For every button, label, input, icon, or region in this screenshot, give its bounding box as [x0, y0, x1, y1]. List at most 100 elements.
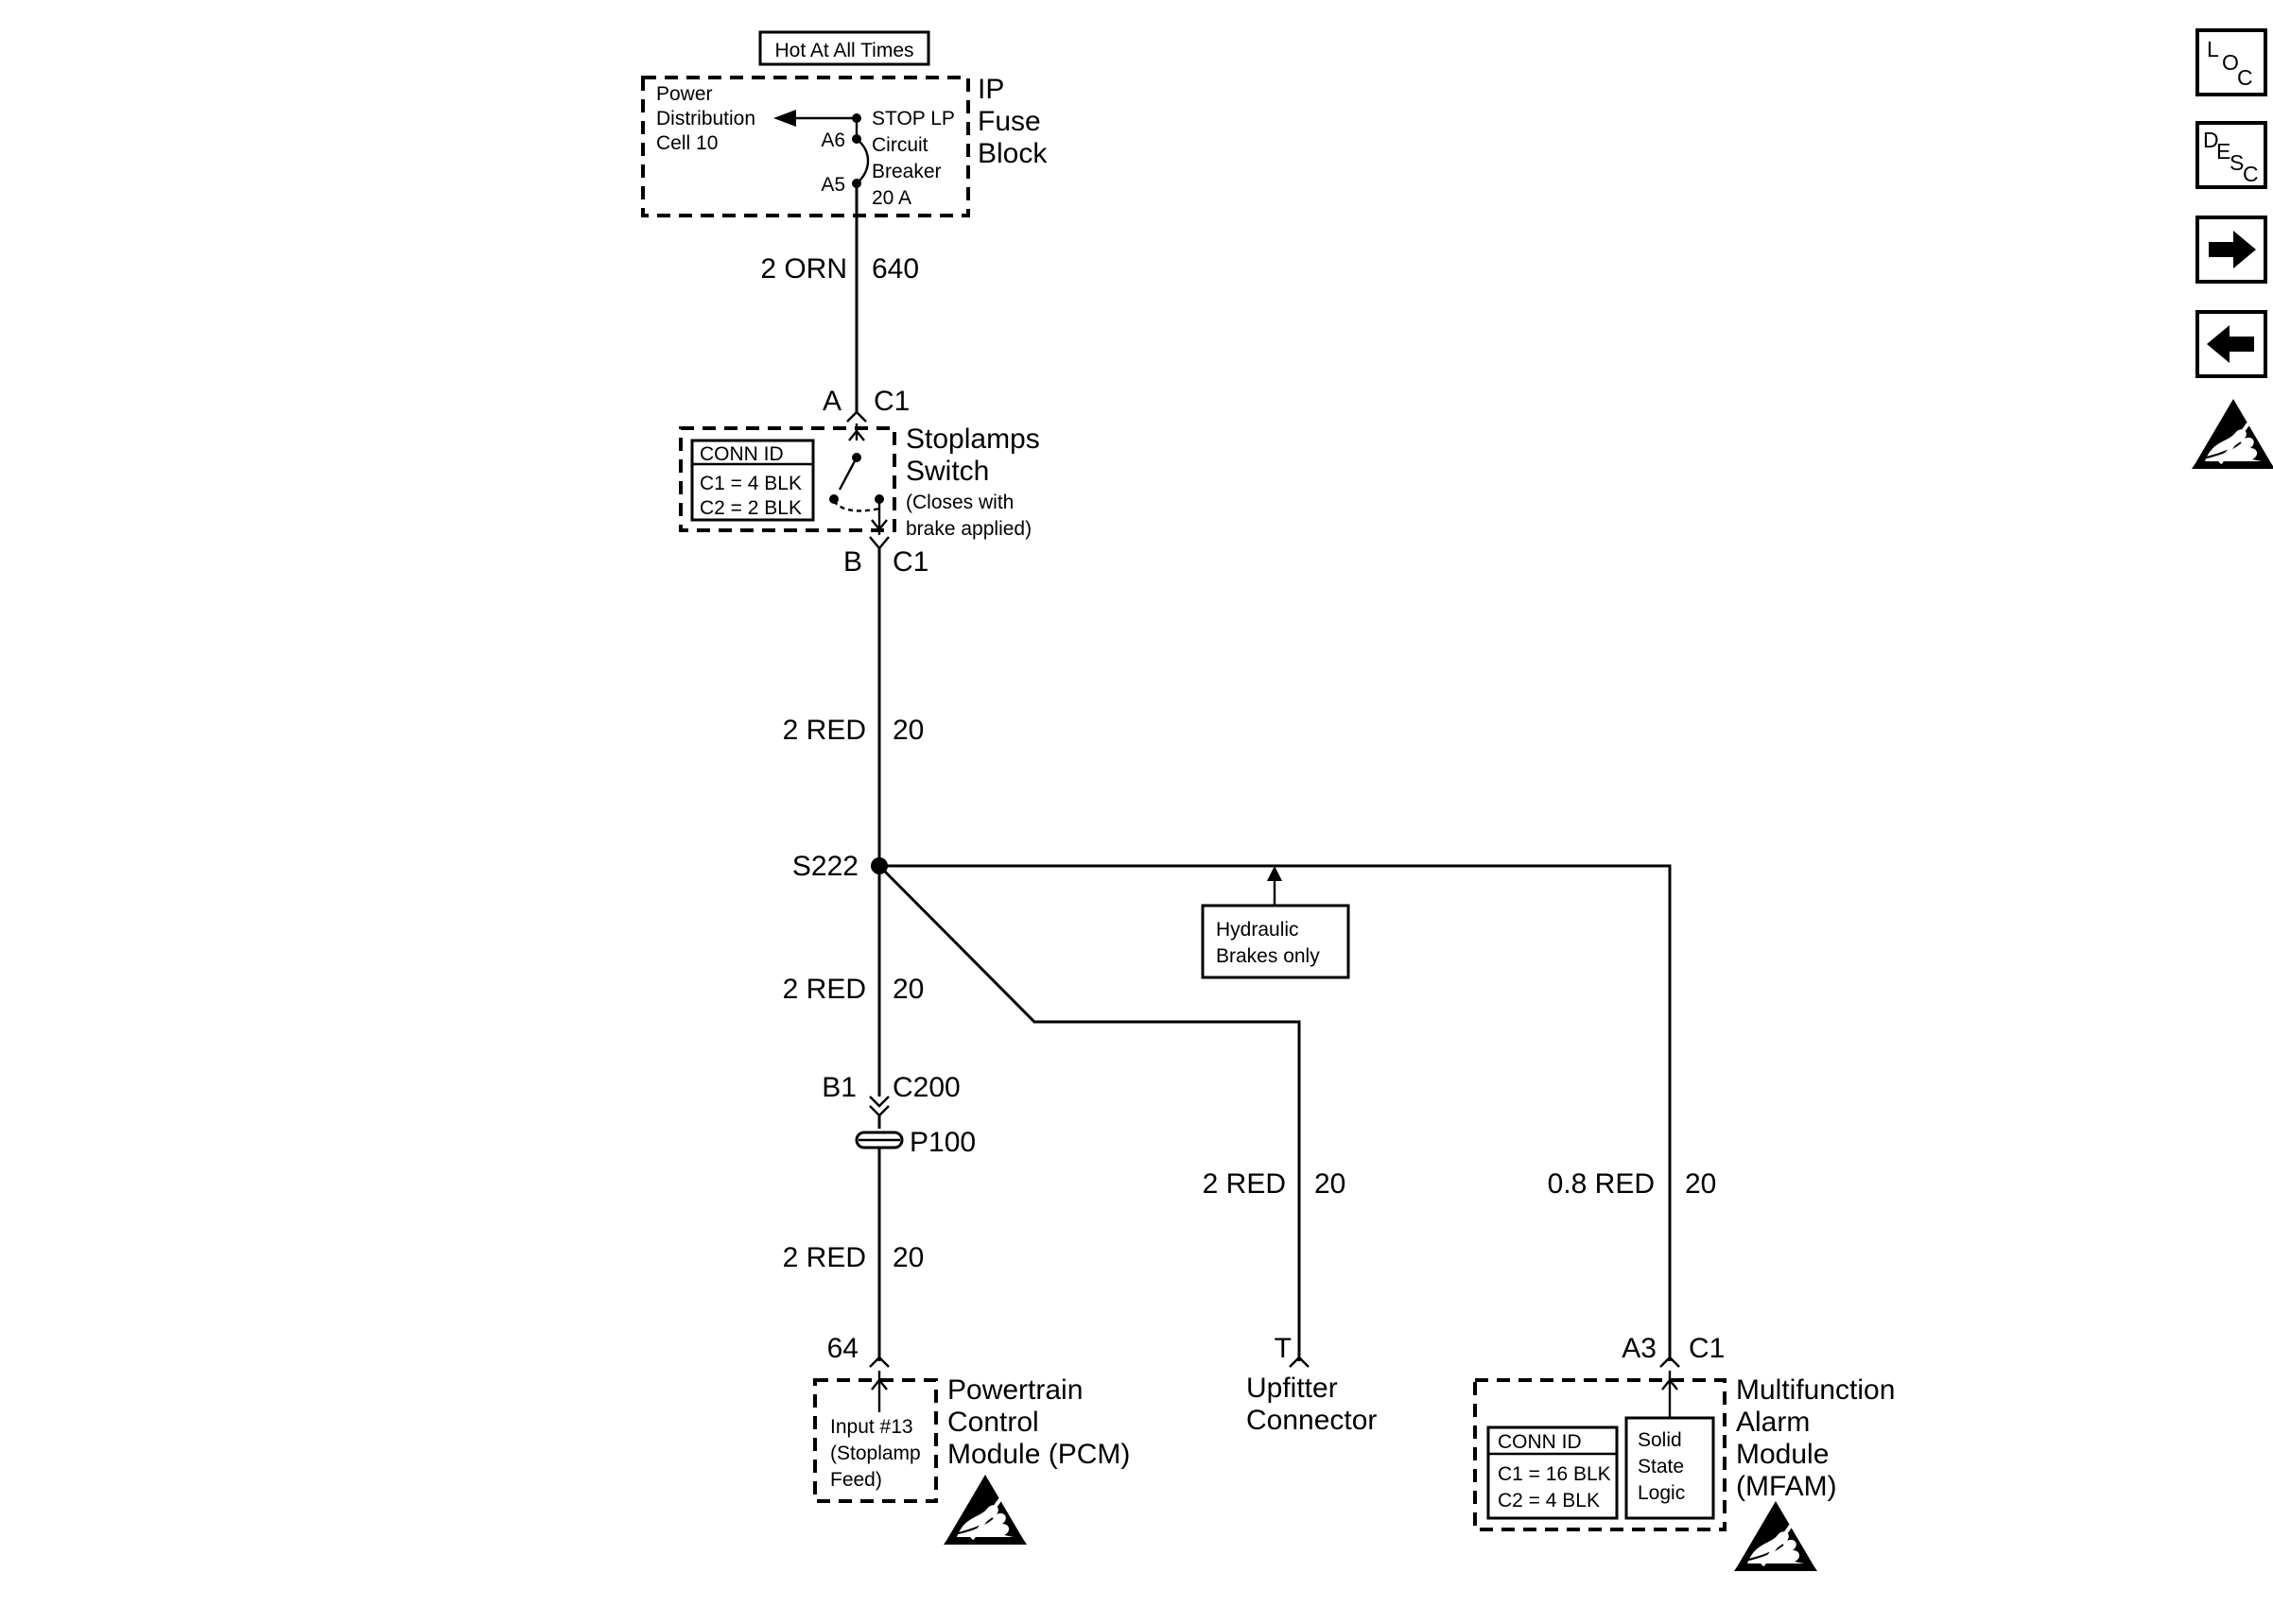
splice-label: S222 [792, 851, 859, 882]
next-page-button[interactable] [2195, 216, 2267, 284]
wire-20e-color: 0.8 RED [1548, 1168, 1655, 1200]
arrow-left-icon [2207, 325, 2254, 363]
mfam-conn-id-c1: C1 = 16 BLK [1498, 1463, 1611, 1485]
switch-actuator-link [833, 500, 880, 512]
switch-note-line2: brake applied) [906, 518, 1032, 540]
fuse-block-outline [641, 76, 970, 217]
switch-pin-b: B [843, 546, 862, 578]
hydraulic-note-line2: Brakes only [1216, 945, 1320, 967]
pcm-name-line3: Module (PCM) [947, 1439, 1130, 1470]
wire-640-color: 2 ORN [760, 253, 847, 285]
breaker-line2: Circuit [872, 134, 928, 156]
fuse-block-name-line1: IP [978, 74, 1004, 105]
switch-pin-a: A [823, 386, 842, 417]
mfam-conn-id-box [1486, 1425, 1619, 1520]
wire-20b-circuit: 20 [893, 974, 924, 1005]
switch-upper-arrow [848, 429, 865, 441]
ip-fuse-block: Hot At All Times Power Distribution Cell… [641, 30, 1048, 217]
wire-20e-line [879, 864, 1672, 1361]
arrow-right-icon [2209, 231, 2256, 268]
mfam-logic-box [1624, 1416, 1715, 1520]
c200-terminal-upper [869, 1096, 890, 1108]
upfitter-name-line1: Upfitter [1246, 1373, 1338, 1404]
pcm-outline [813, 1378, 938, 1503]
mfam-name-line1: Multifunction [1736, 1374, 1895, 1406]
hydraulic-note-line1: Hydraulic [1216, 919, 1299, 941]
multifunction-alarm-module: 0.8 RED 20 A3 C1 CONN ID C1 = 16 BLK C2 … [1473, 1168, 1895, 1573]
wire-20-splice-to-c200: 2 RED 20 [783, 866, 924, 1097]
pcm-input-line3: Feed) [830, 1469, 882, 1491]
desc-letter-s: S [2230, 150, 2244, 175]
desc-letter-d: D [2203, 128, 2219, 152]
mfam-conn-id-header: CONN ID [1498, 1431, 1582, 1453]
c200-pin: B1 [822, 1072, 857, 1103]
mfam-conn: C1 [1689, 1333, 1725, 1364]
desc-button[interactable]: D E S C [2195, 121, 2267, 189]
pcm-pin: 64 [827, 1333, 859, 1364]
p100-label: P100 [910, 1127, 976, 1158]
mfam-input-arrow [1661, 1378, 1678, 1391]
loc-button[interactable]: L O C [2195, 28, 2267, 96]
mfam-name-line3: Module [1736, 1439, 1829, 1470]
fuse-block-name-line2: Fuse [978, 106, 1041, 137]
wire-20a-circuit: 20 [893, 715, 924, 746]
nav-toolbar: L O C D E S C [2190, 28, 2273, 471]
wire-640: 2 ORN 640 [760, 183, 919, 414]
switch-top-terminal [846, 410, 867, 423]
pcm-input-line1: Input #13 [830, 1416, 913, 1438]
pcm-input-arrow [871, 1378, 888, 1391]
breaker-line3: Breaker [872, 161, 942, 182]
wire-20c-color: 2 RED [783, 1242, 866, 1273]
hydraulic-brakes-note: Hydraulic Brakes only [1201, 866, 1350, 979]
pcm-terminal [869, 1356, 890, 1368]
loc-letter-o: O [2222, 50, 2239, 75]
power-distribution-arrow-head [773, 110, 796, 127]
hydraulic-note-arrow-head [1267, 866, 1282, 881]
pin-a5-label: A5 [821, 174, 845, 196]
circuit-breaker-symbol [856, 138, 870, 184]
mfam-logic-line2: State [1638, 1456, 1684, 1477]
switch-conn-bottom: C1 [893, 546, 928, 578]
mfam-terminal [1659, 1356, 1680, 1368]
splice-s222: S222 [792, 851, 1672, 1361]
breaker-line1: STOP LP [872, 108, 955, 130]
mfam-conn-id-c2: C2 = 4 BLK [1498, 1490, 1600, 1512]
fuse-block-name-line3: Block [978, 138, 1048, 169]
switch-blade [838, 457, 859, 491]
pass-through-p100: P100 [855, 1127, 976, 1158]
switch-name-line1: Stoplamps [906, 423, 1040, 455]
power-distribution-line2: Distribution [656, 108, 755, 130]
power-distribution-line1: Power [656, 83, 713, 105]
pcm-name-line1: Powertrain [947, 1374, 1083, 1406]
wire-20d-circuit: 20 [1314, 1168, 1345, 1200]
mfam-name-line2: Alarm [1736, 1407, 1810, 1438]
switch-conn-id-c2: C2 = 2 BLK [700, 497, 802, 519]
upfitter-terminal [1289, 1356, 1310, 1368]
switch-note-line1: (Closes with [906, 492, 1014, 513]
esd-warning-button[interactable] [2190, 397, 2273, 471]
mfam-pin: A3 [1622, 1333, 1657, 1364]
switch-lower-arrow [871, 519, 888, 531]
previous-page-button[interactable] [2195, 310, 2267, 378]
upfitter-pin: T [1275, 1333, 1292, 1364]
wire-640-circuit: 640 [872, 253, 919, 285]
switch-conn-id-header: CONN ID [700, 443, 784, 465]
switch-conn-id-c1: C1 = 4 BLK [700, 473, 802, 494]
wire-20-p100-to-pcm: 2 RED 20 [783, 1148, 924, 1361]
c200-label: C200 [893, 1072, 961, 1103]
switch-outline [679, 426, 896, 532]
hydraulic-note-box [1201, 904, 1350, 979]
desc-letter-e: E [2216, 139, 2230, 164]
pcm-esd-icon [942, 1473, 1029, 1546]
power-distribution-line3: Cell 10 [656, 132, 718, 154]
wire-20e-circuit: 20 [1685, 1168, 1716, 1200]
mfam-esd-icon [1732, 1499, 1819, 1573]
switch-name-line2: Switch [906, 456, 989, 487]
breaker-line4: 20 A [872, 187, 911, 209]
wire-20a-color: 2 RED [783, 715, 866, 746]
pcm-input-line2: (Stoplamp [830, 1443, 921, 1464]
connector-c200: B1 C200 [822, 1072, 961, 1129]
stoplamps-switch: A C1 CONN ID C1 = 4 BLK C2 = 2 BLK Stopl… [679, 386, 1040, 578]
hot-at-all-times-label: Hot At All Times [774, 40, 913, 61]
